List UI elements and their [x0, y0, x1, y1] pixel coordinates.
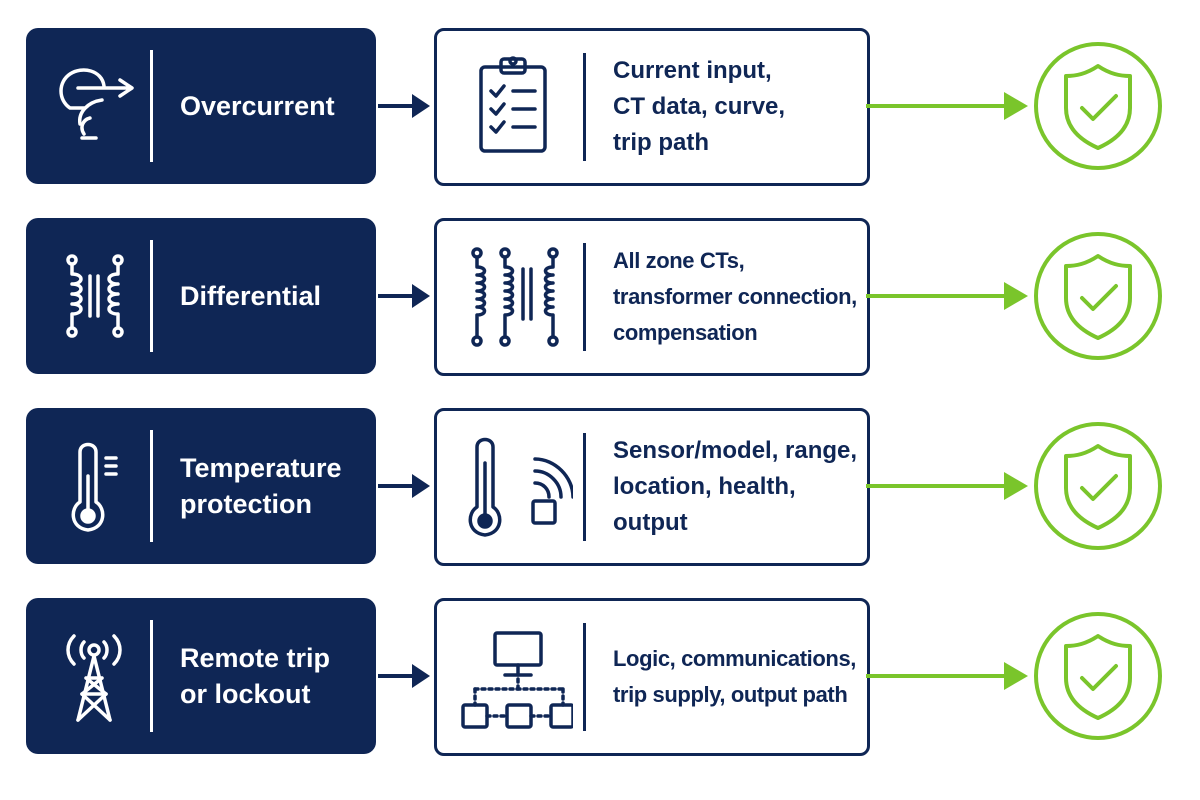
detail-line: Logic, communications, [613, 646, 857, 671]
label-line: or lockout [180, 679, 311, 709]
radio-tower-icon [66, 634, 122, 722]
detail-line: trip supply, output path [613, 682, 848, 707]
requirements-text: Sensor/model, range, location, health, o… [613, 411, 865, 563]
divider [150, 620, 153, 732]
function-box: Temperature protection [26, 408, 376, 564]
network-icon [461, 631, 573, 729]
checklist-icon [479, 56, 547, 153]
detail-line: compensation [613, 320, 758, 345]
function-box: Remote trip or lockout [26, 598, 376, 754]
function-label: Remote trip or lockout [180, 598, 330, 754]
arrow-right-icon [378, 284, 430, 308]
requirements-text: Logic, communications, trip supply, outp… [613, 601, 865, 753]
divider [583, 623, 586, 731]
wireless-sensor-icon [468, 437, 573, 537]
arrow-right-icon [378, 94, 430, 118]
detail-line: location, health, [613, 473, 796, 500]
current-transformers-icon [471, 247, 559, 347]
function-label: Temperature protection [180, 408, 342, 564]
detail-line: CT data, curve, [613, 93, 786, 120]
divider [150, 240, 153, 352]
requirements-text: All zone CTs, transformer connection, co… [613, 221, 865, 373]
label-line: Remote trip [180, 643, 331, 673]
protection-row-differential: Differential All zone CTs, transformer c… [0, 218, 1200, 376]
function-box: Differential [26, 218, 376, 374]
protection-row-remote-trip: Remote trip or lockout Logic, communicat… [0, 598, 1200, 756]
detail-line: Sensor/model, range, [613, 437, 858, 464]
requirements-box: Current input, CT data, curve, trip path [434, 28, 870, 186]
shield-check-icon [1034, 422, 1162, 550]
shield-check-icon [1034, 42, 1162, 170]
detail-line: transformer connection, [613, 284, 857, 309]
arrow-right-icon [378, 664, 430, 688]
detail-line: All zone CTs, [613, 248, 745, 273]
divider [583, 53, 586, 161]
arrow-right-icon [378, 474, 430, 498]
divider [150, 430, 153, 542]
transformer-icon [66, 254, 124, 338]
thermometer-icon [71, 442, 118, 532]
shield-check-icon [1034, 612, 1162, 740]
divider [583, 433, 586, 541]
arrow-right-green-icon [866, 662, 1028, 690]
divider [583, 243, 586, 351]
function-label: Differential [180, 218, 321, 374]
arrow-right-green-icon [866, 92, 1028, 120]
detail-line: output [613, 509, 688, 536]
arrow-right-green-icon [866, 282, 1028, 310]
label-line: protection [180, 489, 312, 519]
divider [150, 50, 153, 162]
detail-line: Current input, [613, 57, 772, 84]
function-label: Overcurrent [180, 28, 335, 184]
arrow-right-green-icon [866, 472, 1028, 500]
label-line: Differential [180, 281, 322, 311]
requirements-box: Sensor/model, range, location, health, o… [434, 408, 870, 566]
protection-row-temperature: Temperature protection Sensor/model, ran… [0, 408, 1200, 566]
overcurrent-icon [59, 68, 134, 140]
label-line: Overcurrent [180, 91, 335, 121]
label-line: Temperature [180, 453, 342, 483]
function-box: Overcurrent [26, 28, 376, 184]
requirements-box: Logic, communications, trip supply, outp… [434, 598, 870, 756]
detail-line: trip path [613, 129, 709, 156]
shield-check-icon [1034, 232, 1162, 360]
requirements-box: All zone CTs, transformer connection, co… [434, 218, 870, 376]
requirements-text: Current input, CT data, curve, trip path [613, 31, 865, 183]
protection-row-overcurrent: Overcurrent Current input, CT data, curv… [0, 28, 1200, 186]
